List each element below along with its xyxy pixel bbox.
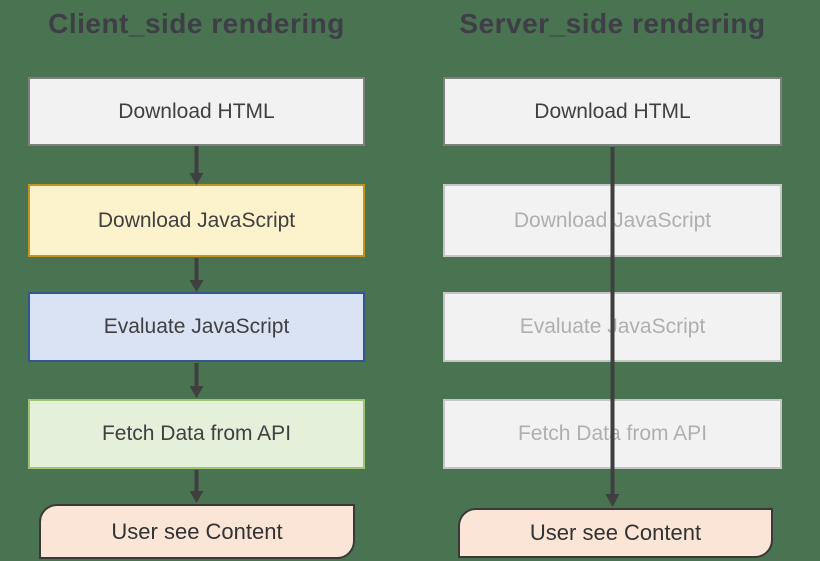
client-arrow-4-head-icon xyxy=(189,491,204,503)
client-step-download-javascript-label: Download JavaScript xyxy=(97,208,296,232)
server-step-evaluate-javascript-disabled: Evaluate JavaScript xyxy=(443,292,782,362)
client-column-title: Client_side rendering xyxy=(48,8,345,39)
server-step-evaluate-javascript-label: Evaluate JavaScript xyxy=(519,315,706,338)
server-step-download-javascript-disabled: Download JavaScript xyxy=(443,184,782,257)
server-step-download-html-label: Download HTML xyxy=(534,99,691,123)
server-bypass-arrow-head-icon xyxy=(605,494,620,507)
client-step-download-html-label: Download HTML xyxy=(118,99,275,123)
client-step-download-html: Download HTML xyxy=(28,77,365,146)
client-step-evaluate-javascript-label: Evaluate JavaScript xyxy=(103,315,290,338)
client-terminal-label: User see Content xyxy=(111,518,283,544)
server-step-fetch-data-label: Fetch Data from API xyxy=(517,422,708,445)
server-terminal-user-see-content: User see Content xyxy=(458,508,773,558)
client-arrow-3-head-icon xyxy=(189,386,204,398)
client-step-evaluate-javascript: Evaluate JavaScript xyxy=(28,292,365,362)
client-step-fetch-data: Fetch Data from API xyxy=(28,399,365,469)
client-step-fetch-data-label: Fetch Data from API xyxy=(101,422,292,445)
server-terminal-label: User see Content xyxy=(529,520,702,545)
server-step-download-html: Download HTML xyxy=(443,77,782,146)
server-step-fetch-data-disabled: Fetch Data from API xyxy=(443,399,782,469)
server-column-title: Server_side rendering xyxy=(459,8,766,39)
client-step-download-javascript: Download JavaScript xyxy=(28,184,365,257)
client-arrow-2-head-icon xyxy=(189,280,204,292)
client-terminal-user-see-content: User see Content xyxy=(39,504,355,559)
server-step-download-javascript-label: Download JavaScript xyxy=(513,208,712,232)
